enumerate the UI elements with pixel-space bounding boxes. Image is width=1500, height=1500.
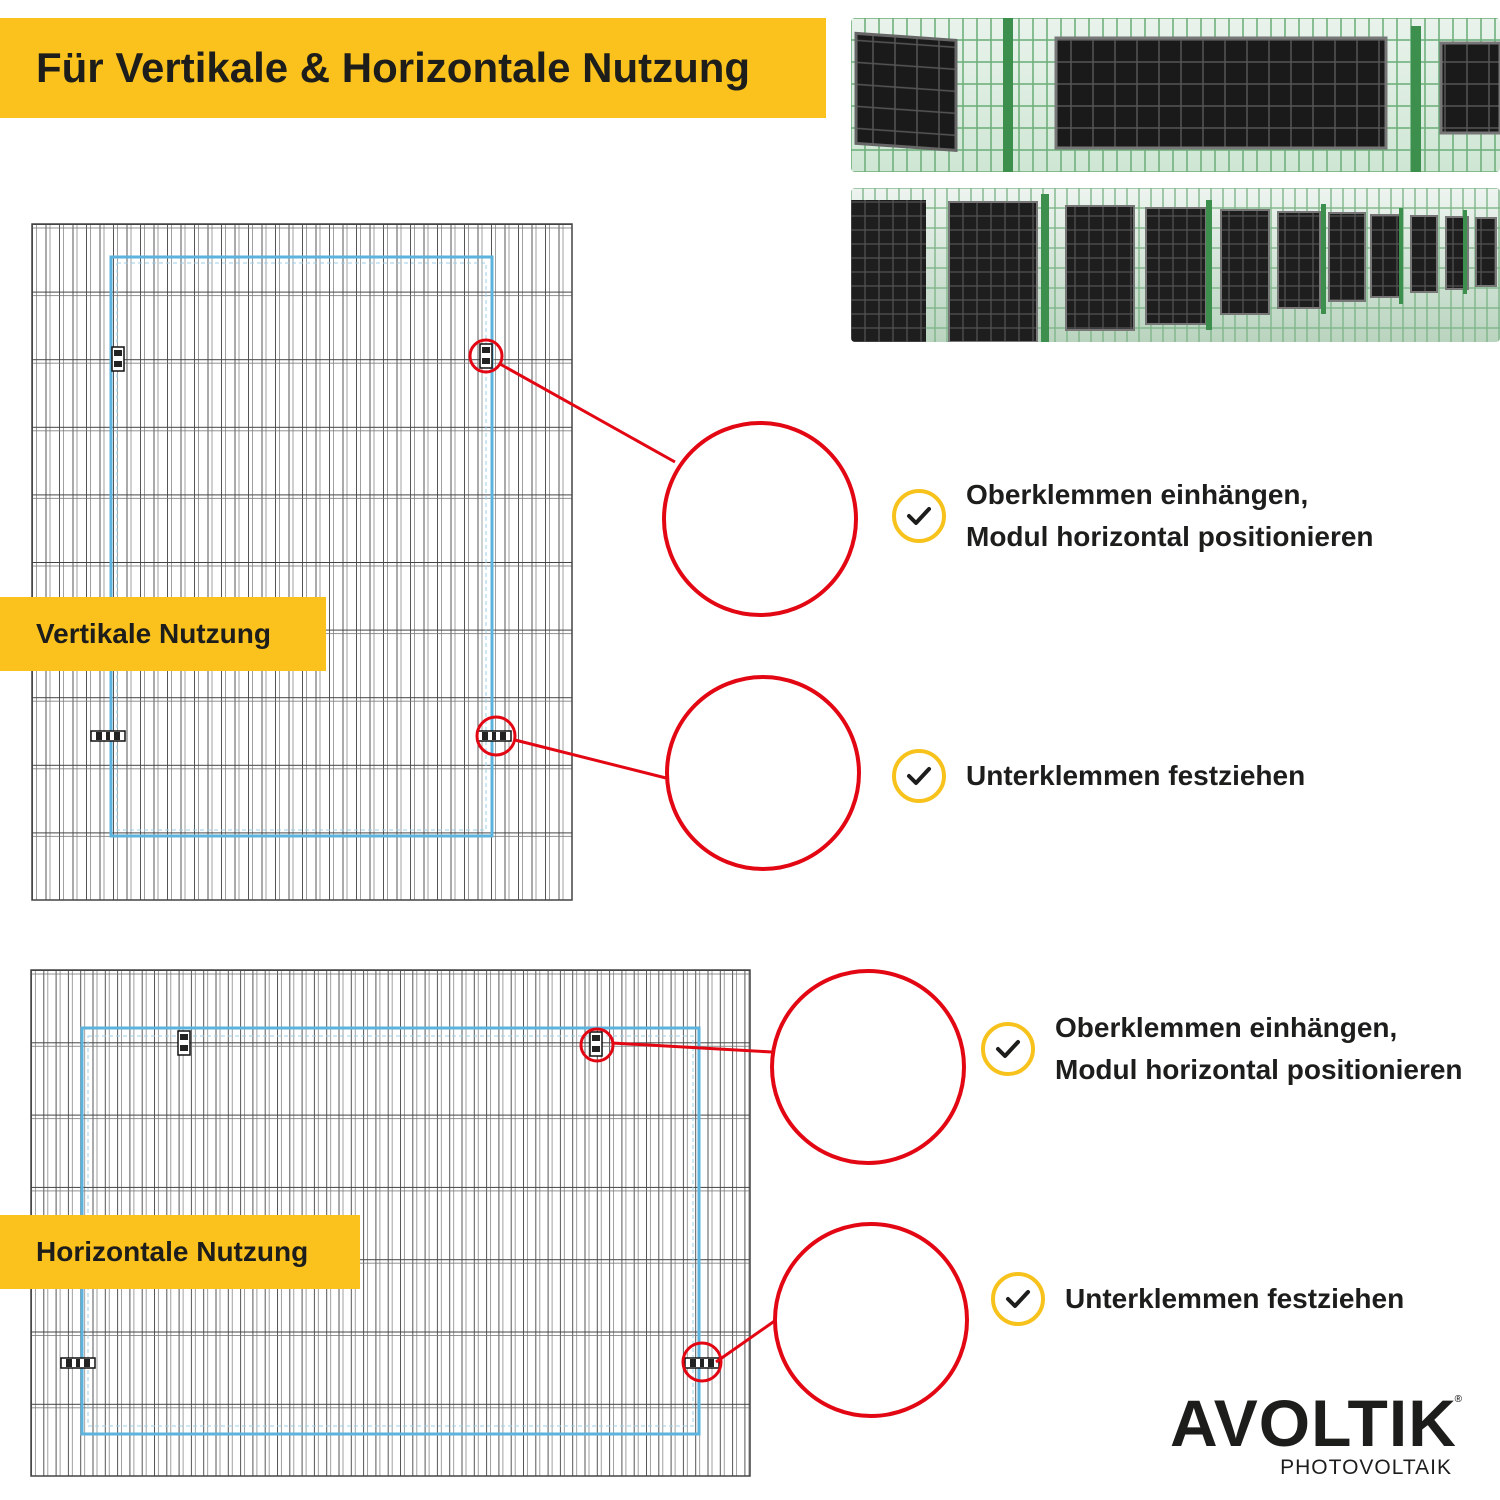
step-horizontal-bottom-clamps: Unterklemmen festziehen bbox=[991, 1272, 1404, 1326]
step-line-1: Oberklemmen einhängen, bbox=[966, 479, 1309, 510]
vertical-usage-label: Vertikale Nutzung bbox=[0, 597, 326, 671]
step-line-2: Modul horizontal positionieren bbox=[1055, 1054, 1463, 1085]
horizontal-usage-text: Horizontale Nutzung bbox=[36, 1236, 309, 1267]
horizontal-usage-label: Horizontale Nutzung bbox=[0, 1215, 360, 1289]
photo-horizontal-fence-image bbox=[851, 18, 1500, 172]
photo-vertical-fence-image bbox=[851, 188, 1500, 342]
check-icon bbox=[981, 1022, 1035, 1076]
horizontal-diagram bbox=[30, 969, 969, 1477]
check-icon bbox=[991, 1272, 1045, 1326]
step-text: Unterklemmen festziehen bbox=[966, 755, 1305, 797]
title-banner: Für Vertikale & Horizontale Nutzung bbox=[0, 18, 826, 118]
step-vertical-bottom-clamps: Unterklemmen festziehen bbox=[892, 749, 1305, 803]
step-line-1: Oberklemmen einhängen, bbox=[1055, 1012, 1398, 1043]
brand-name: AVOLTIK bbox=[1170, 1386, 1457, 1460]
step-text: Unterklemmen festziehen bbox=[1065, 1278, 1404, 1320]
step-text: Oberklemmen einhängen, Modul horizontal … bbox=[966, 474, 1374, 558]
step-line-1: Unterklemmen festziehen bbox=[1065, 1283, 1405, 1314]
page-title: Für Vertikale & Horizontale Nutzung bbox=[36, 44, 751, 91]
step-line-1: Unterklemmen festziehen bbox=[966, 760, 1306, 791]
vertical-usage-text: Vertikale Nutzung bbox=[36, 618, 271, 649]
step-text: Oberklemmen einhängen, Modul horizontal … bbox=[1055, 1007, 1463, 1091]
registered-mark: ® bbox=[1454, 1394, 1462, 1405]
photo-vertical-fence bbox=[851, 188, 1500, 342]
photo-horizontal-fence bbox=[851, 18, 1500, 172]
step-line-2: Modul horizontal positionieren bbox=[966, 521, 1374, 552]
step-horizontal-top-clamps: Oberklemmen einhängen, Modul horizontal … bbox=[981, 1007, 1463, 1091]
step-vertical-top-clamps: Oberklemmen einhängen, Modul horizontal … bbox=[892, 474, 1374, 558]
check-icon bbox=[892, 489, 946, 543]
check-icon bbox=[892, 749, 946, 803]
brand-logo: AVOLTIK ® PHOTOVOLTAIK bbox=[1170, 1390, 1480, 1485]
vertical-diagram bbox=[31, 223, 861, 901]
brand-tagline: PHOTOVOLTAIK bbox=[1280, 1456, 1452, 1479]
